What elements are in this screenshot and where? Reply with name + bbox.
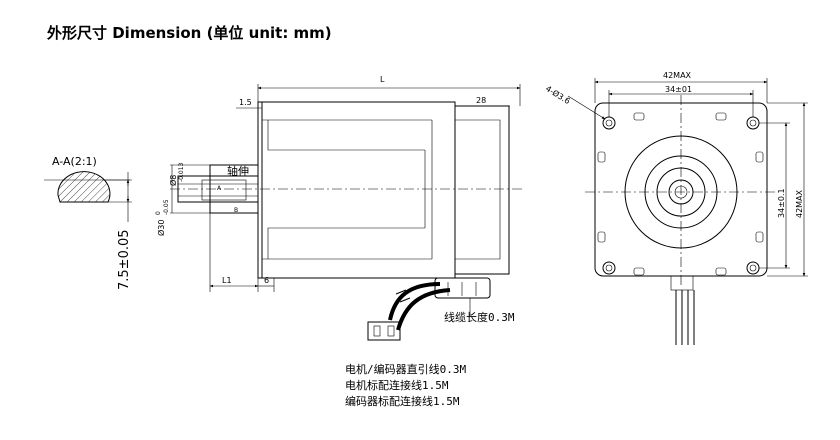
side-view: 轴伸 A B L 1.5 28 L1 6 Ø30 0 -0.05 Ø8 -0.0… xyxy=(155,75,525,341)
section-shape xyxy=(57,171,111,203)
rear-cover xyxy=(454,105,510,275)
mount-hole xyxy=(746,116,760,130)
motor-body xyxy=(257,101,456,279)
height-max: 42MAX xyxy=(795,189,804,218)
flange-label: 1.5 xyxy=(239,98,252,107)
note-line: 电机/编码器直引线0.3M xyxy=(345,362,466,376)
shaft-tol: -0.013 xyxy=(178,162,185,182)
shaft-length-label: L1 xyxy=(222,276,232,285)
pilot-tol-lower: -0.05 xyxy=(163,199,170,215)
note-line: 编码器标配连接线1.5M xyxy=(345,394,460,408)
hole-callout: 4-Ø3.6 xyxy=(544,83,572,106)
mount-hole xyxy=(602,261,616,275)
mount-hole xyxy=(746,261,760,275)
cable-box xyxy=(434,277,491,299)
length-label: L xyxy=(380,75,385,84)
connector xyxy=(367,321,401,341)
flat-dim-text: 7.5±0.05 xyxy=(117,229,132,290)
cable-length-label: 线缆长度0.3M xyxy=(444,310,515,324)
hole-pitch-v: 34±0.1 xyxy=(777,188,786,218)
cable-1 xyxy=(388,282,441,321)
note-line: 电机标配连接线1.5M xyxy=(345,378,449,392)
width-max: 42MAX xyxy=(663,71,692,80)
section-mark-b: B xyxy=(234,207,238,214)
shaft-dia-label: Ø8 xyxy=(168,175,178,186)
section-label: A-A(2:1) xyxy=(52,155,97,168)
front-view: 42MAX 34±01 34±0.1 42MAX 4-Ø3.6 xyxy=(544,71,808,345)
flange-thick-label: 6 xyxy=(264,276,269,285)
page-title: 外形尺寸 Dimension (单位 unit: mm) xyxy=(47,24,332,42)
section-view: A-A(2:1) 7.5±0.05 xyxy=(44,155,132,290)
pilot-tol-upper: 0 xyxy=(155,211,162,215)
cable-2 xyxy=(396,288,451,331)
rear-label: 28 xyxy=(476,96,486,105)
hole-pitch-h: 34±01 xyxy=(665,85,692,94)
notes: 电机/编码器直引线0.3M 电机标配连接线1.5M 编码器标配连接线1.5M xyxy=(345,362,466,408)
pilot-dia-label: Ø30 xyxy=(156,220,166,236)
section-mark-a: A xyxy=(217,185,222,192)
shaft-note: 轴伸 xyxy=(227,164,249,178)
